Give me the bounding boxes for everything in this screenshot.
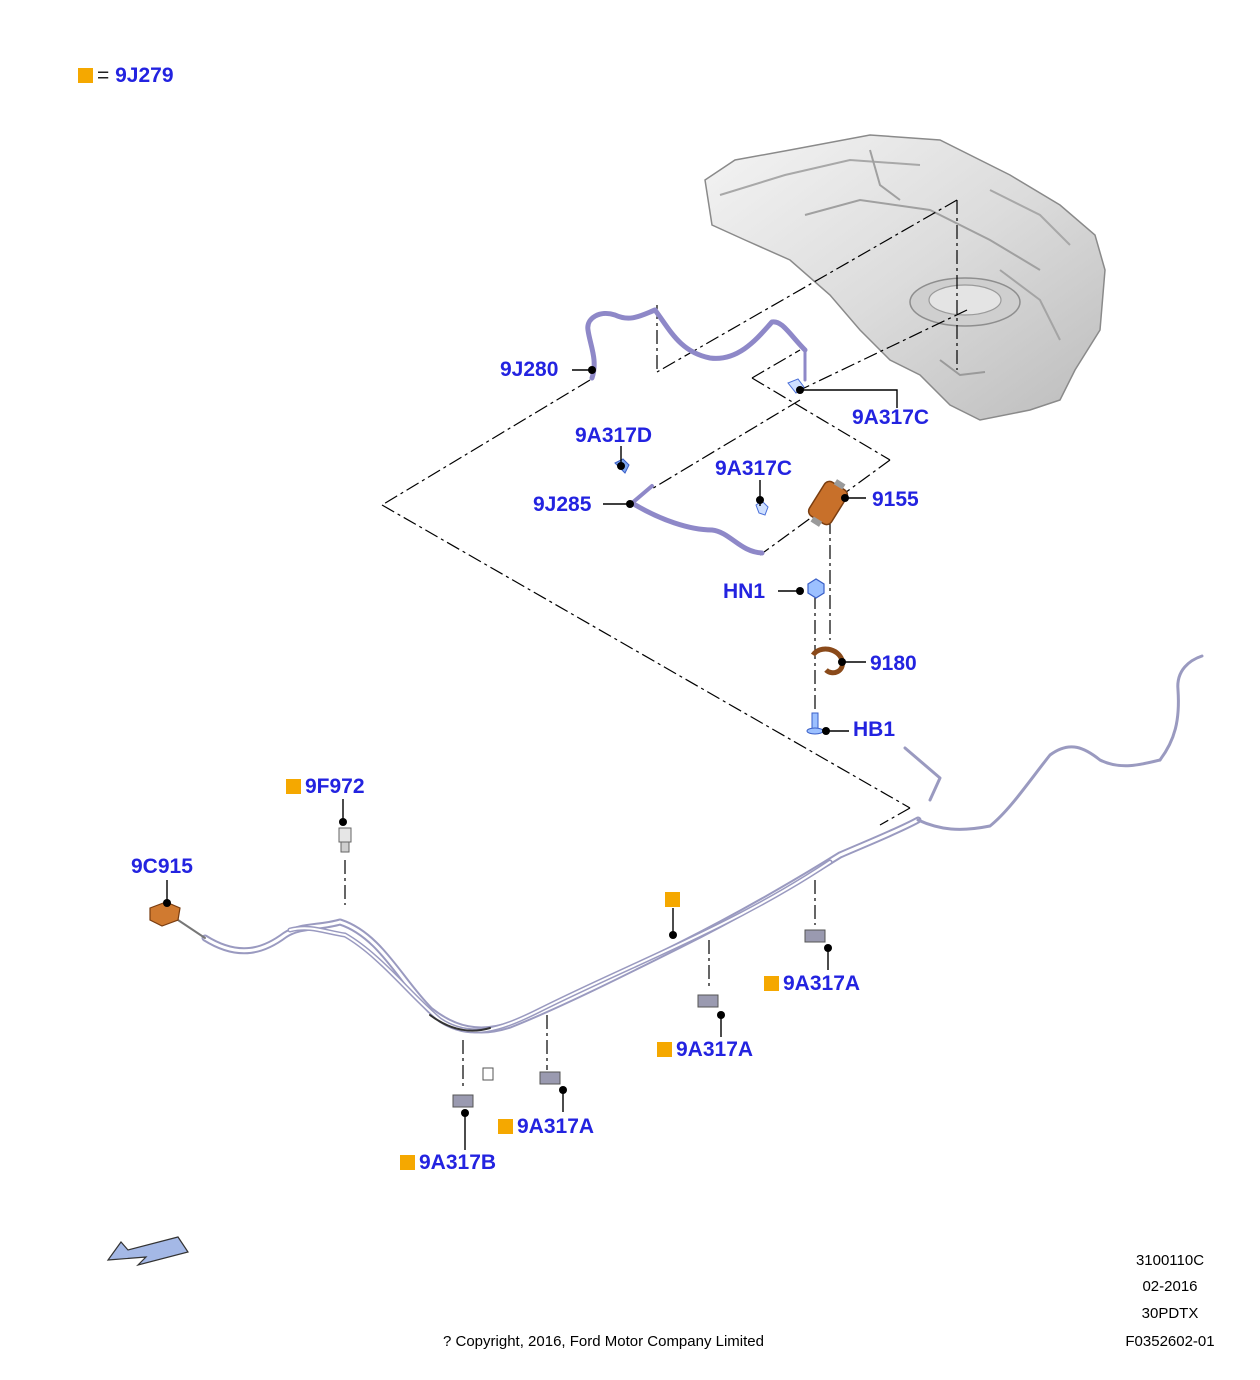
callout-9155: 9155 [872,488,919,511]
callout-9180: 9180 [870,652,917,675]
leader-dots [163,366,849,1117]
fuel-tank [704,134,1106,421]
callout-9A317D: 9A317D [575,424,653,447]
lower-parts [149,827,826,1108]
callout-9A317C-top: 9A317C [852,406,930,429]
callout-HB1: HB1 [853,718,896,741]
drawing-date: 02-2016 [1142,1278,1198,1295]
legend-code: 9J279 [115,64,174,87]
marker-square [764,976,779,991]
main-line-bundle [174,654,1204,1034]
marker-square [665,892,680,907]
callout-9J280: 9J280 [500,358,559,381]
marker-square [400,1155,415,1170]
callout-9J285: 9J285 [533,493,592,516]
marker-square [286,779,301,794]
callout-text: 9A317A [517,1115,595,1138]
drawing-platform: 30PDTX [1141,1305,1199,1322]
drawing-code: 3100110C [1135,1252,1205,1269]
callout-9A317A-center: 9A317A [657,1039,753,1061]
callout-9A317A-left: 9A317A [498,1116,594,1138]
legend: = 9J279 [78,65,174,87]
marker-square [78,68,93,83]
callout-marker-only [665,889,684,911]
copyright: ? Copyright, 2016, Ford Motor Company Li… [443,1333,764,1350]
callout-text: 9F972 [305,775,365,798]
callout-9A317B: 9A317B [400,1152,496,1174]
callout-9A317C-mid: 9A317C [715,457,793,480]
callout-9A317A-right: 9A317A [764,973,860,995]
callout-9C915: 9C915 [131,855,193,878]
figure-number: F0352602-01 [1125,1333,1215,1350]
callout-text: 9A317B [419,1151,497,1174]
callout-text: 9A317A [783,972,861,995]
marker-square [498,1119,513,1134]
legend-equals: = [97,64,110,87]
callout-9F972: 9F972 [286,776,365,798]
callout-text: 9A317A [676,1038,754,1061]
callout-HN1: HN1 [723,580,766,603]
marker-square [657,1042,672,1057]
upper-pipes [585,307,808,556]
arrow-icon [106,1236,189,1267]
leader-lines [166,369,898,1150]
upper-parts [614,378,849,735]
